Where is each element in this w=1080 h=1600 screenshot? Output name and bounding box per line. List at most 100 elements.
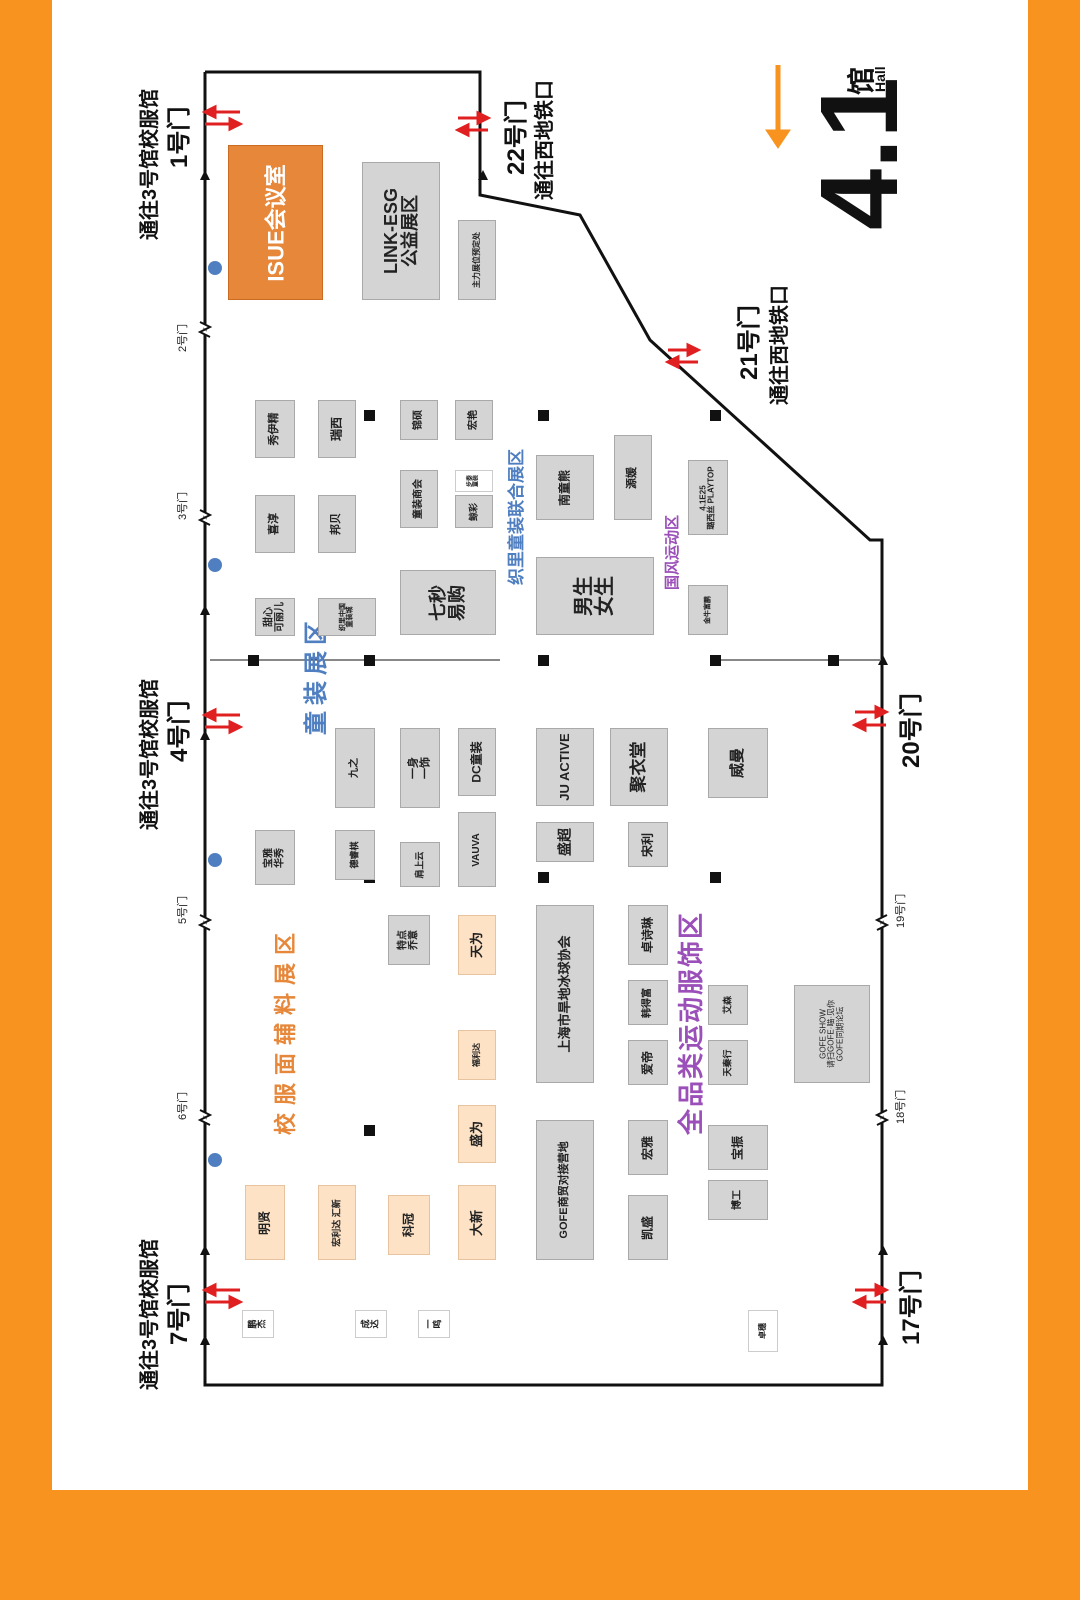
booth-aisen[interactable]: 艾森 <box>708 985 748 1025</box>
booth-gofe-trade[interactable]: GOFE商贸对接营地 <box>536 1120 594 1260</box>
zone-sports: 全品类运动服饰区 <box>676 910 706 1135</box>
pillar <box>828 655 839 666</box>
booth-label: 源媛 <box>626 466 639 489</box>
wall-notches <box>197 321 890 1126</box>
booth-label: 博工 <box>731 1190 743 1210</box>
booth-songli[interactable]: 宋利 <box>628 822 668 867</box>
gate-6-label[interactable]: 6号门 <box>177 1091 189 1120</box>
booth-label: 秀伊精 <box>268 412 281 446</box>
pillar <box>538 872 549 883</box>
booth-buzhuang[interactable]: 步泰 童装 <box>455 470 493 492</box>
pillar <box>364 1125 375 1136</box>
booth-label: 凯盛 <box>640 1215 655 1240</box>
gate-7-note: 通往3号馆校服馆 <box>139 1238 161 1390</box>
booth-label: 宋利 <box>640 832 655 857</box>
booth-yishen[interactable]: 一身 一饰 <box>400 728 440 808</box>
booth-vauva[interactable]: VAUVA <box>458 812 496 887</box>
booth-label: 鲸彩 <box>468 502 479 521</box>
booth-xiuyi[interactable]: 秀伊精 <box>255 400 295 458</box>
booth-honglida[interactable]: 宏利达 汇新 <box>318 1185 356 1260</box>
booth-ruixi[interactable]: 瑞西 <box>318 400 356 458</box>
booth-pengjie[interactable]: 鹏 杰 <box>242 1310 274 1338</box>
booth-xijing[interactable]: 喜淳 <box>255 495 295 553</box>
booth-ju-active[interactable]: JU ACTIVE <box>536 728 594 806</box>
booth-yiming[interactable]: 一 鸣 <box>418 1310 450 1338</box>
wall-triangles <box>200 170 888 1345</box>
booth-link-esg[interactable]: LINK-ESG 公益展区 <box>362 162 440 300</box>
booth-tongzhuang[interactable]: 童装商会 <box>400 470 438 528</box>
booth-isue[interactable]: ISUE会议室 <box>228 145 323 300</box>
booth-tianwei[interactable]: 天为 <box>458 915 496 975</box>
booth-qimiao[interactable]: 七秒 易购 <box>400 570 496 635</box>
gate-21-label[interactable]: 21号门 <box>736 305 763 380</box>
booth-tianqin[interactable]: 天秦行 <box>708 1040 748 1085</box>
booth-playtop[interactable]: 4.1E25 璐西丝 PLAYTOP <box>688 460 728 535</box>
hall-wall <box>203 70 884 1387</box>
booth-label: 喜淳 <box>268 513 281 535</box>
booth-yuanyuan[interactable]: 源媛 <box>614 435 652 520</box>
booth-tianxin[interactable]: 甜心 可丽儿 <box>255 598 295 636</box>
booth-daxin[interactable]: 大新 <box>458 1185 496 1260</box>
gate-20-label[interactable]: 20号门 <box>898 693 925 768</box>
booth-fulida[interactable]: 福利达 <box>458 1030 496 1080</box>
gate-4-label[interactable]: 4号门 <box>166 700 193 762</box>
booth-baozhen[interactable]: 宝振 <box>708 1125 768 1170</box>
gate-7-label[interactable]: 7号门 <box>166 1283 193 1345</box>
zone-zhili: 织里童装联合展区 <box>507 449 526 585</box>
zone-uniform: 校服面辅料展区 <box>273 924 298 1135</box>
booth-jingcai[interactable]: 鲸彩 <box>455 495 493 528</box>
booth-label: 卓诗琳 <box>640 916 655 954</box>
booth-keguan[interactable]: 科冠 <box>388 1195 430 1255</box>
gate-22-note: 通往西地铁口 <box>534 80 556 200</box>
gate-1-label[interactable]: 1号门 <box>166 106 193 168</box>
booth-chengda[interactable]: 成 达 <box>355 1310 387 1338</box>
booth-nansheng[interactable]: 男生 女生 <box>536 557 654 635</box>
gate-19-label[interactable]: 19号门 <box>895 893 907 928</box>
gate-3-label[interactable]: 3号门 <box>177 491 189 520</box>
booth-zhuosui[interactable]: 卓穗 <box>748 1310 778 1352</box>
booth-juyitang[interactable]: 聚衣堂 <box>610 728 668 806</box>
booth-baoya[interactable]: 宝雅 华秀 <box>255 830 295 885</box>
booth-kaisheng[interactable]: 凯盛 <box>628 1195 668 1260</box>
booth-bogong[interactable]: 博工 <box>708 1180 768 1220</box>
booth-shengwei[interactable]: 盛为 <box>458 1105 496 1163</box>
booth-gofe-show[interactable]: GOFE SHOW 请扫GOFE·喵·见你 GOFE同期论坛 <box>794 985 870 1083</box>
booth-label: 织里中国 童装城 <box>339 603 354 631</box>
booth-label: 天秦行 <box>722 1048 733 1077</box>
gate-22-label[interactable]: 22号门 <box>503 100 530 175</box>
booth-label: 宏雅 <box>640 1135 655 1160</box>
booth-dc[interactable]: DC童装 <box>458 728 496 796</box>
booth-jinniu[interactable]: 金牛富鹏 <box>688 585 728 635</box>
booth-hongyan[interactable]: 宏艳 <box>455 400 493 440</box>
booth-zhili-city[interactable]: 织里中国 童装城 <box>318 598 376 636</box>
gate-17-label[interactable]: 17号门 <box>898 1270 925 1345</box>
booth-weiman[interactable]: 威曼 <box>708 728 768 798</box>
booth-label: 宏利达 汇新 <box>331 1198 342 1247</box>
booth-tedian[interactable]: 特点 乔意 <box>388 915 430 965</box>
booth-aidi[interactable]: 爱帝 <box>628 1040 668 1085</box>
booth-shanghai[interactable]: 上海市旱地冰球协会 <box>536 905 594 1083</box>
booth-zhuli[interactable]: 主力展位预定处 <box>458 220 496 300</box>
booth-shengchao[interactable]: 盛超 <box>536 822 594 862</box>
booth-handefu[interactable]: 韩得富 <box>628 980 668 1025</box>
gate-2-label[interactable]: 2号门 <box>177 323 189 352</box>
booth-jianshang[interactable]: 肩上云 <box>400 842 440 887</box>
booth-label: 上海市旱地冰球协会 <box>557 935 573 1053</box>
booth-jinshuo[interactable]: 锦硕 <box>400 400 438 440</box>
gate-18-label[interactable]: 18号门 <box>895 1089 907 1124</box>
gate-5-label[interactable]: 5号门 <box>177 895 189 924</box>
door-arrows <box>201 104 890 1310</box>
booth-label: 邦贝 <box>330 513 343 535</box>
booth-zhuoshilin[interactable]: 卓诗琳 <box>628 905 668 965</box>
pillar <box>538 655 549 666</box>
booth-label: GOFE SHOW 请扫GOFE·喵·见你 GOFE同期论坛 <box>818 1000 845 1068</box>
booth-mingxian[interactable]: 明贤 <box>245 1185 285 1260</box>
booth-label: 德睿棋 <box>349 841 360 869</box>
pillar <box>364 410 375 421</box>
booth-hongya[interactable]: 宏雅 <box>628 1120 668 1175</box>
booth-nantongxiong[interactable]: 南童熊 <box>536 455 594 520</box>
booth-jiuzhi[interactable]: 九之 <box>335 728 375 808</box>
booth-bangbei[interactable]: 邦贝 <box>318 495 356 553</box>
booth-deruiqi[interactable]: 德睿棋 <box>335 830 375 880</box>
